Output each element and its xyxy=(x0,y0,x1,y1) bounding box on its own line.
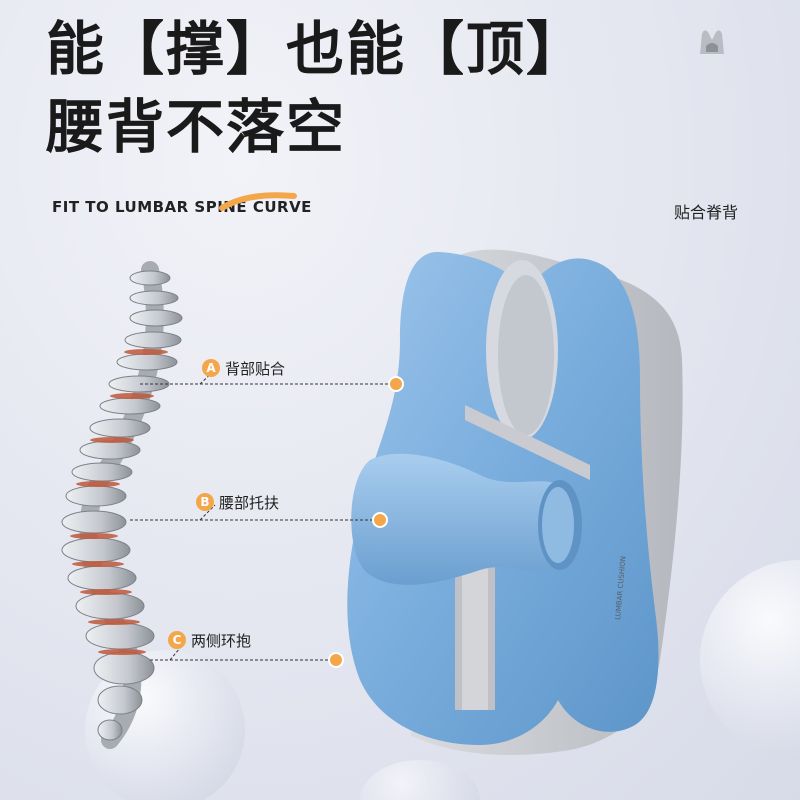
callout-badge: B xyxy=(196,493,214,511)
callout-label: 背部贴合 xyxy=(225,359,286,378)
tagline-english: FIT TO LUMBAR SPINE CURVE xyxy=(52,198,312,216)
callout-label: 腰部托扶 xyxy=(219,493,280,512)
callout-waist-support: B 腰部托扶 xyxy=(196,488,279,516)
brand-logo-icon xyxy=(700,30,724,54)
tagline-chinese: 贴合脊背 xyxy=(673,203,738,222)
callout-side-wrap: C 两侧环抱 xyxy=(168,626,251,654)
callout-badge: C xyxy=(168,631,186,649)
callout-dot-a xyxy=(388,376,404,392)
callout-dot-b xyxy=(372,512,388,528)
callout-dot-c xyxy=(328,652,344,668)
headline-line1: 能【撑】也能【顶】 xyxy=(46,15,587,83)
lumbar-cushion-image: LUMBAR CUSHION xyxy=(347,249,683,756)
spine-illustration xyxy=(61,261,183,749)
callout-back-fit: A 背部贴合 xyxy=(202,354,285,382)
accent-swoosh-icon xyxy=(219,192,297,211)
callout-badge: A xyxy=(202,359,220,377)
headline-line2: 腰背不落空 xyxy=(46,93,347,161)
callout-label: 两侧环抱 xyxy=(191,631,252,650)
